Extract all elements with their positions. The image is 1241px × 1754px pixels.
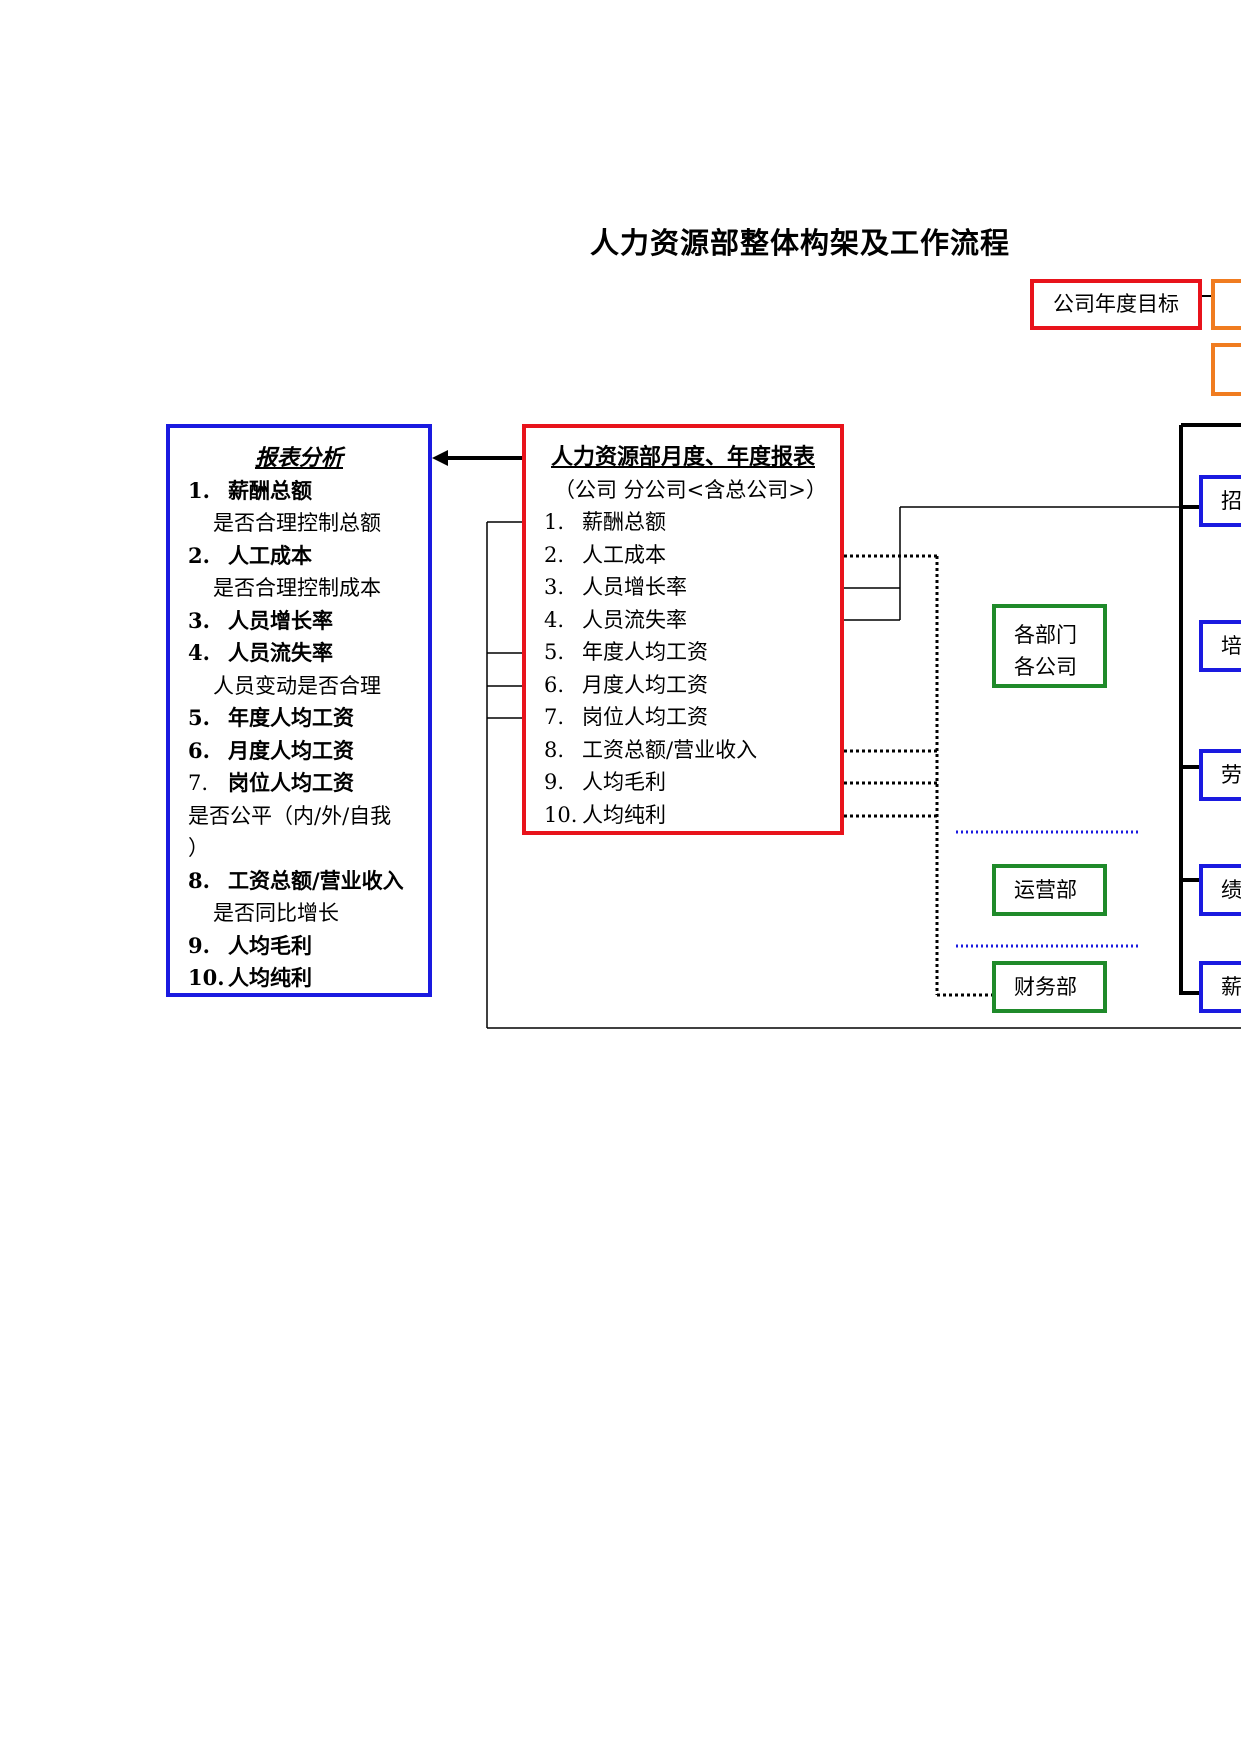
orange-box-2 (1211, 343, 1241, 396)
item-note: 人员变动是否合理 (213, 673, 381, 698)
item-num: 2. (188, 542, 210, 568)
item-label: 人工成本 (582, 542, 666, 567)
item-num: 5. (544, 640, 565, 664)
item-num: 5. (188, 705, 210, 730)
item-num: 8. (544, 737, 565, 762)
item-text: ） (188, 836, 209, 860)
item-note: 是否合理控制成本 (213, 576, 381, 600)
hr-report-subheading: （公司 分公司<含总公司>） (554, 477, 827, 502)
item-num: 4. (544, 607, 565, 632)
feedback-loop-lines (486, 521, 1241, 1029)
right-spine (1179, 423, 1241, 995)
item-label: 人均纯利 (582, 802, 666, 827)
item-label: 人员增长率 (582, 575, 687, 599)
hr-report-heading: 人力资源部月度、年度报表 (550, 444, 815, 470)
item-label: 年度人均工资 (582, 640, 708, 664)
blue-dotted-separators (956, 830, 1140, 948)
departments-label: 各部门 (1014, 623, 1077, 647)
item-text: 是否公平（内/外/自我 (188, 803, 392, 828)
item-label: 人均纯利 (228, 965, 312, 990)
company-goal-box: 公司年度目标 (1030, 279, 1202, 330)
item-note: 是否合理控制总额 (213, 511, 381, 535)
item-label: 人员流失率 (582, 607, 687, 632)
item-label: 月度人均工资 (582, 672, 708, 697)
item-num: 4. (188, 640, 210, 665)
item-num: 6. (544, 672, 565, 697)
salary-box: 薪 (1199, 961, 1241, 1013)
operations-box: 运营部 (992, 864, 1107, 916)
solid-bracket (844, 506, 1181, 621)
item-num: 3. (188, 607, 210, 633)
item-label: 人均毛利 (582, 770, 666, 794)
item-num: 6. (188, 737, 210, 763)
dotted-bracket (844, 554, 992, 997)
item-note: 是否同比增长 (213, 901, 339, 925)
item-num: 7. (544, 705, 565, 729)
item-label: 人工成本 (228, 542, 312, 568)
item-num: 3. (544, 575, 565, 599)
labor-box: 劳 (1199, 749, 1241, 801)
report-analysis-heading: 报表分析 (254, 445, 343, 471)
item-label: 人员流失率 (228, 640, 333, 665)
item-num: 1. (188, 477, 210, 503)
item-num: 10. (544, 802, 578, 827)
item-label: 年度人均工资 (228, 705, 354, 730)
hr-report-box: 人力资源部月度、年度报表 （公司 分公司<含总公司>） 1. 薪酬总额 2. 人工成… (522, 424, 844, 835)
item-label: 月度人均工资 (228, 737, 354, 763)
finance-box: 财务部 (992, 961, 1107, 1013)
page-title: 人力资源部整体构架及工作流程 (589, 226, 1010, 260)
item-label: 岗位人均工资 (228, 770, 354, 795)
item-num: 2. (544, 542, 565, 567)
report-arrow-head (432, 450, 448, 466)
item-num: 10. (188, 965, 225, 990)
recruit-box: 招 (1199, 475, 1241, 527)
item-label: 薪酬总额 (228, 477, 312, 503)
item-label: 薪酬总额 (582, 510, 666, 534)
item-label: 工资总额/营业收入 (582, 737, 758, 762)
performance-box: 绩 (1199, 864, 1241, 916)
item-num: 1. (544, 510, 565, 534)
item-num: 7. (188, 771, 209, 795)
item-label: 人均毛利 (228, 932, 312, 958)
training-box: 培 (1199, 620, 1241, 672)
departments-box: 各部门 各公司 (992, 604, 1107, 688)
item-label: 工资总额/营业收入 (228, 867, 404, 893)
item-label: 人员增长率 (228, 607, 333, 633)
orange-box-1 (1211, 279, 1241, 330)
companies-label: 各公司 (1014, 655, 1077, 679)
item-num: 9. (544, 770, 565, 794)
item-num: 8. (188, 867, 210, 893)
report-analysis-box: 报表分析 1. 薪酬总额 是否合理控制总额 2. 人工成本 是否合理控制成本 3. 人… (166, 424, 432, 997)
item-label: 岗位人均工资 (582, 705, 708, 729)
item-num: 9. (188, 932, 210, 958)
